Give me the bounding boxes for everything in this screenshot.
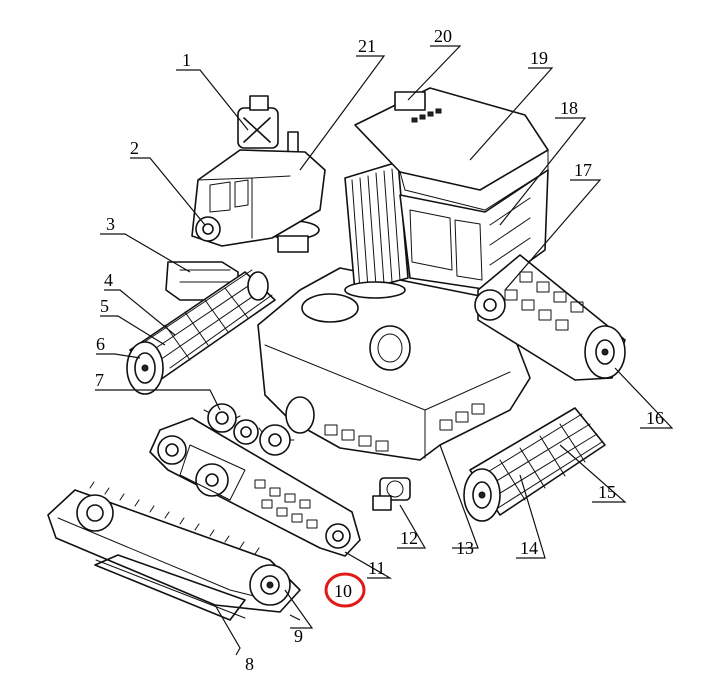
callout-labels: 1 2 3 4 5 6 7 8 9 10 11 12 13 14 15 16 1… [95, 26, 664, 674]
callout-1: 1 [182, 50, 191, 70]
callout-11: 11 [368, 558, 385, 578]
part-14-right-brush-roller [463, 407, 606, 522]
part-13-main-body [257, 267, 531, 461]
callout-8: 8 [245, 654, 254, 674]
part-20-filter [344, 161, 409, 299]
callout-5: 5 [100, 296, 109, 316]
callout-18: 18 [560, 98, 578, 118]
callout-13: 13 [456, 538, 474, 558]
callout-14: 14 [520, 538, 538, 558]
callout-20: 20 [434, 26, 452, 46]
part-7-gear-train [203, 403, 295, 456]
callout-6: 6 [96, 334, 105, 354]
side-plate-vents [254, 479, 318, 529]
callout-21: 21 [358, 36, 376, 56]
part-18-filter-cage [399, 169, 549, 291]
right-track-treads [504, 271, 584, 331]
callout-17: 17 [574, 160, 592, 180]
callout-2: 2 [130, 138, 139, 158]
body-vents [324, 403, 485, 452]
callout-3: 3 [106, 214, 115, 234]
part-12-shaft [372, 477, 411, 511]
callout-7: 7 [95, 370, 104, 390]
lid-slots [411, 108, 442, 123]
part-8-left-track [47, 481, 301, 621]
callout-15: 15 [598, 482, 616, 502]
callout-9: 9 [294, 626, 303, 646]
callout-19: 19 [530, 48, 548, 68]
part-16-drive-wheel [584, 325, 626, 379]
callout-10: 10 [334, 581, 352, 601]
callout-12: 12 [400, 528, 418, 548]
callout-10-highlight-circle [324, 572, 366, 608]
callout-16: 16 [646, 408, 664, 428]
part-4-left-brush-roller [126, 269, 276, 395]
part-1-motor-housing [191, 95, 326, 247]
filter-pleats [351, 168, 401, 291]
part-19-lid [354, 87, 549, 211]
part-11-side-plate [149, 417, 361, 557]
callout-4: 4 [104, 270, 113, 290]
leader-lines [95, 45, 674, 656]
track-treads [89, 481, 260, 555]
